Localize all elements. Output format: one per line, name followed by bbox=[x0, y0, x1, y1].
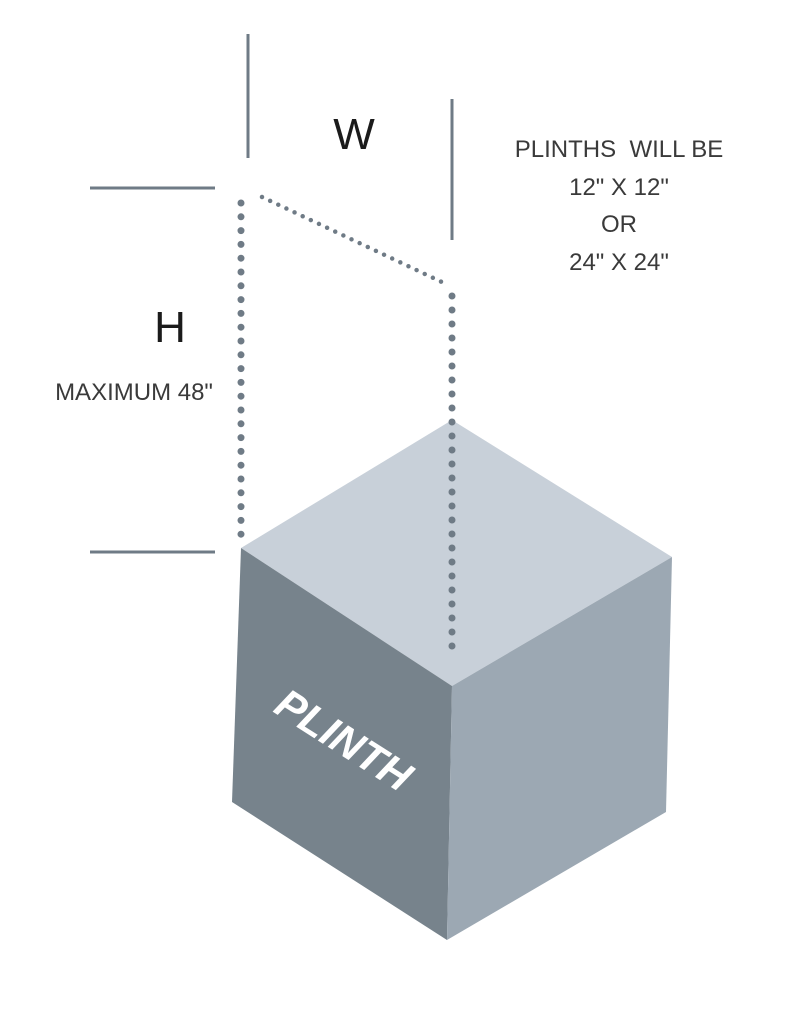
plinth-left-face bbox=[232, 548, 452, 940]
dotted-top-edge bbox=[259, 194, 449, 287]
note-line-3: OR bbox=[601, 211, 637, 238]
height-maximum-note: MAXIMUM 48" bbox=[55, 379, 213, 406]
height-label: H bbox=[154, 303, 186, 352]
note-line-1: PLINTHS WILL BE bbox=[515, 136, 724, 163]
width-label: W bbox=[333, 110, 375, 159]
plinth-size-note: PLINTHS WILL BE 12" X 12" OR 24" X 24" bbox=[515, 136, 724, 276]
plinth-right-face bbox=[447, 557, 672, 940]
note-line-2: 12" X 12" bbox=[569, 174, 669, 201]
plinth-top-face bbox=[241, 420, 672, 686]
note-line-4: 24" X 24" bbox=[569, 249, 669, 276]
